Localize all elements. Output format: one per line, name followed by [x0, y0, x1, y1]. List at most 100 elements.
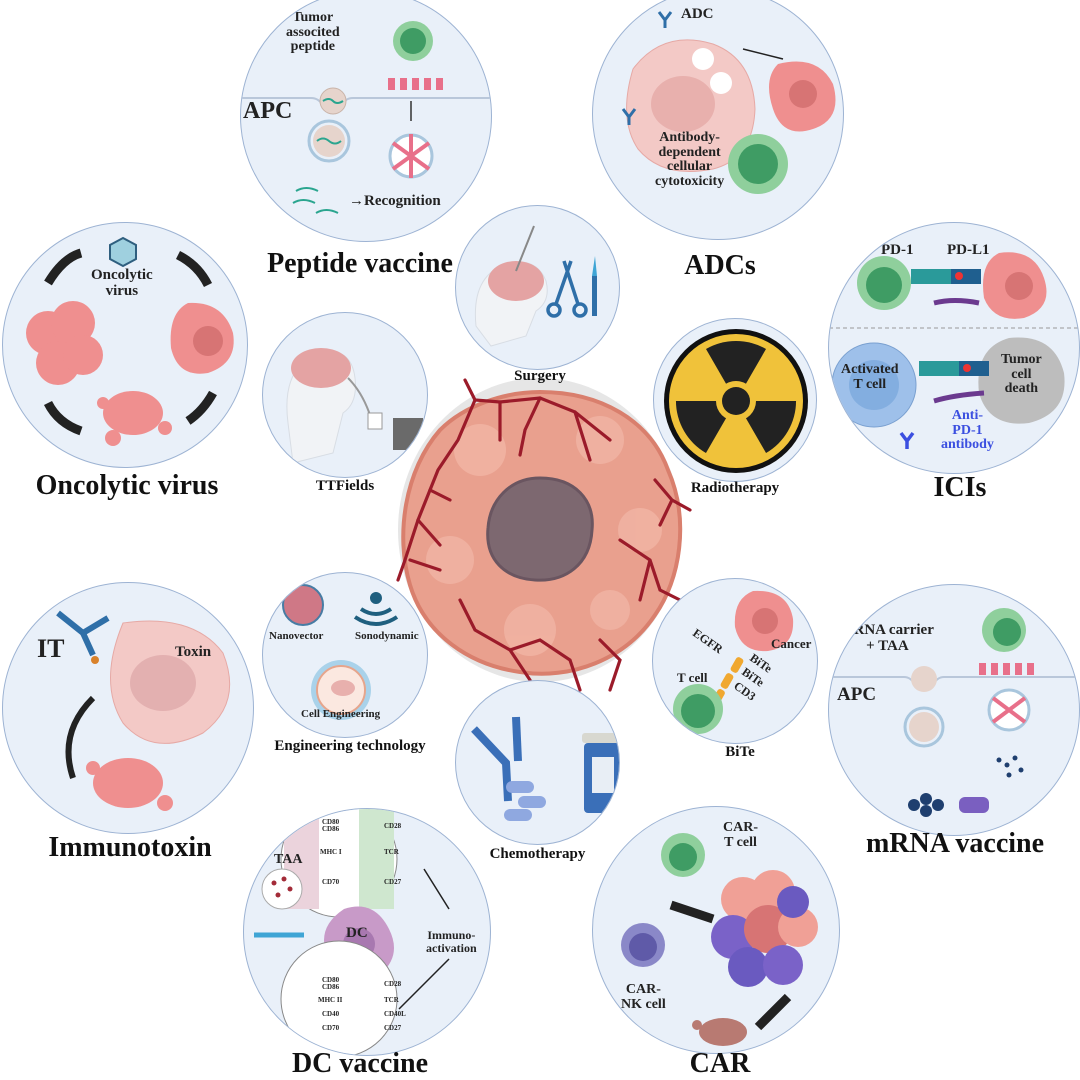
peptides-icon [996, 755, 1024, 778]
label-mhc-i: MHC I [320, 848, 342, 856]
title-chemotherapy: Chemotherapy [489, 846, 586, 862]
title-engineering-technology: Engineering technology [274, 738, 426, 754]
title-adcs: ADCs [684, 250, 756, 281]
engineered-cell-icon [311, 660, 371, 720]
endosome-icon [903, 706, 945, 748]
taa-bubble-icon [261, 868, 303, 910]
pd1-pdl1-complex-icon [911, 269, 981, 284]
infected-cells-icon [26, 301, 103, 385]
arrow-to-tumor-icon [669, 900, 715, 924]
panel-oncolytic-virus: Oncolytic virus [2, 222, 248, 468]
radiation-icon [664, 329, 808, 473]
icis-illustration [829, 252, 1079, 449]
panel-surgery [455, 205, 620, 370]
peptide-vaccine-illustration [241, 21, 491, 214]
immunotoxin-illustration [56, 610, 231, 811]
arrow-to-debris-icon [754, 993, 792, 1031]
label-cd27: CD27 [384, 878, 402, 886]
label-cancer: Cancer [771, 636, 812, 651]
label-dc: DC [346, 925, 368, 941]
label-cd28: CD28 [384, 980, 402, 988]
title-dc-vaccine: DC vaccine [291, 1048, 429, 1079]
label-pdl1: PD-L1 [947, 242, 990, 258]
immunotoxin-antibody-icon [56, 610, 110, 657]
label-cd80-cd86: CD80 CD86 [322, 818, 340, 834]
panel-peptide-vaccine: Tumor associted peptide APC →Recognition [240, 0, 492, 242]
ttfields-illustration [286, 348, 423, 464]
title-peptide-vaccine: Peptide vaccine [267, 248, 453, 279]
label-t-cell: T cell [677, 670, 708, 685]
panel-adcs: ADC Antibody- dependent cellular cytotox… [592, 0, 844, 240]
title-oncolytic-virus: Oncolytic virus [35, 470, 219, 501]
mrna-carrier-icon [911, 666, 937, 692]
label-activated-t-cell: Activated T cell [841, 362, 899, 392]
endosome-icon [307, 119, 351, 163]
chemotherapy-illustration [471, 716, 619, 821]
title-bite: BiTe [725, 744, 755, 760]
label-adcc: Antibody- dependent cellular cytotoxicit… [655, 130, 725, 190]
label-mhc-ii: MHC II [318, 996, 343, 1004]
label-recognition: →Recognition [349, 193, 441, 209]
field-generator-icon [393, 418, 423, 450]
sonodynamic-icon [353, 592, 399, 626]
cycle-arrows-icon [43, 248, 217, 436]
label-cd40: CD40 [322, 1010, 340, 1018]
engineering-illustration [282, 584, 399, 720]
title-immunotoxin: Immunotoxin [48, 832, 212, 863]
blood-vessels [396, 378, 692, 692]
synapse-bottom-inset [280, 940, 398, 1055]
title-car: CAR [689, 1048, 751, 1079]
label-sonodynamic: Sonodynamic [355, 630, 419, 642]
protein-hexagons-icon [908, 793, 944, 817]
label-cd40l: CD40L [384, 1010, 406, 1018]
mrna-vaccine-illustration [829, 608, 1079, 817]
label-apc: APC [243, 98, 293, 124]
label-cd70: CD70 [322, 1024, 340, 1032]
title-icis: ICIs [933, 472, 987, 503]
ribosome-icon [959, 797, 989, 813]
anti-pd1-antibody-icon [899, 431, 915, 449]
title-radiotherapy: Radiotherapy [690, 480, 780, 496]
label-apc: APC [837, 684, 877, 705]
label-tumor-peptide: Tumor associted peptide [286, 10, 340, 55]
label-oncolytic-virus: Oncolytic virus [91, 267, 153, 299]
label-cd70: CD70 [322, 878, 340, 886]
brain-electrodes-icon [291, 348, 351, 388]
label-immunoactivation: Immuno- activation [426, 928, 477, 955]
label-mrna-carrier: mRNA carrier + TAA [841, 622, 934, 654]
label-car-t-cell: CAR- T cell [723, 820, 758, 850]
title-mrna-vaccine: mRNA vaccine [865, 828, 1045, 859]
scalpel-icon [592, 256, 597, 316]
label-anti-pd1-antibody: Anti- PD-1 antibody [941, 408, 994, 453]
panel-mrna-vaccine: mRNA carrier + TAA APC [828, 584, 1080, 836]
virus-icon [109, 236, 137, 268]
label-adc: ADC [681, 6, 714, 22]
panel-engineering-technology: Nanovector Sonodynamic Cell Engineering [262, 572, 428, 738]
car-illustration [621, 833, 818, 1046]
label-car-nk-cell: CAR- NK cell [621, 982, 666, 1012]
connector-icon [367, 412, 383, 430]
capsules-icon [504, 781, 546, 821]
surgery-illustration [474, 225, 597, 347]
bite-illustration [673, 590, 794, 734]
nanovector-icon [282, 584, 324, 626]
label-tumor-cell-death: Tumor cell death [1001, 352, 1042, 397]
panel-dc-vaccine: TAA DC Immuno- activation CD80 CD86 MHC … [243, 808, 491, 1056]
label-cd27: CD27 [384, 1024, 402, 1032]
pill-bottle-icon [582, 733, 619, 813]
label-toxin: Toxin [175, 644, 212, 660]
label-tcr: TCR [384, 848, 399, 856]
curved-arrow-icon [65, 695, 96, 779]
mhc-receptors-icon [388, 78, 443, 90]
label-tcr: TCR [384, 996, 399, 1004]
tumor-nucleus [486, 476, 594, 582]
scissors-icon [546, 260, 588, 318]
label-cell-engineering: Cell Engineering [301, 708, 381, 720]
label-cd80-cd86: CD80 CD86 [322, 976, 340, 992]
label-nanovector: Nanovector [269, 630, 324, 642]
mhc-receptors-icon [979, 663, 1034, 675]
label-it: IT [37, 634, 65, 663]
lysed-cell-icon [97, 391, 172, 446]
